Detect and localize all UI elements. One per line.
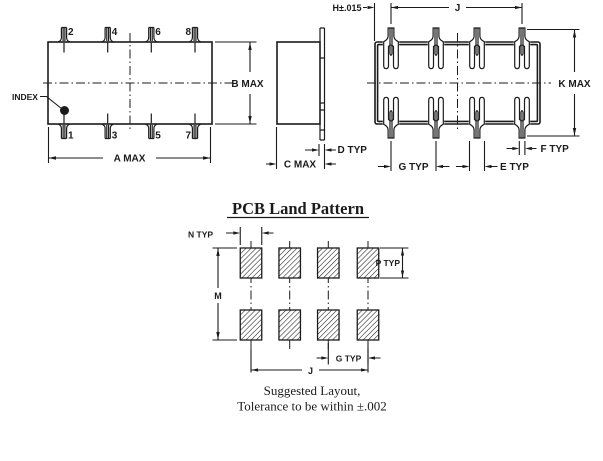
dim-label-p-typ: P TYP	[376, 258, 401, 268]
top-view: 2 4 6 8 1 3 5 7 INDEX A MAX B MAX	[12, 26, 264, 165]
dim-m: M	[212, 247, 237, 341]
land-pattern-title: PCB Land Pattern	[232, 199, 364, 218]
dim-label-g-typ-land: G TYP	[336, 354, 362, 364]
dim-label-d-typ: D TYP	[338, 145, 368, 156]
pin-number-7: 7	[185, 131, 191, 142]
land-pad	[316, 309, 340, 341]
side-view-body-outline	[276, 41, 321, 125]
dim-e-typ: E TYP	[456, 141, 529, 173]
pin-number-2: 2	[68, 27, 74, 38]
pin-number-8: 8	[185, 27, 191, 38]
index-label: INDEX	[12, 92, 38, 102]
land-pad	[316, 247, 340, 279]
dim-label-n-typ: N TYP	[188, 230, 213, 240]
caption-line-1: Suggested Layout,	[264, 383, 361, 398]
dim-p-typ: P TYP	[376, 247, 409, 279]
dim-label-k-max: K MAX	[558, 79, 591, 90]
pin-number-3: 3	[112, 131, 118, 142]
dim-c-max: C MAX	[266, 127, 336, 171]
side-view-lead-strip	[319, 27, 326, 141]
dim-label-a-max: A MAX	[114, 154, 146, 165]
dim-label-m: M	[214, 291, 222, 301]
pcb-land-pattern: PCB Land Pattern N TYP	[188, 199, 409, 414]
lead	[468, 27, 486, 70]
dim-a-max: A MAX	[47, 127, 212, 165]
dim-g-typ-land: G TYP	[316, 343, 381, 365]
dim-b-max: B MAX	[215, 41, 264, 125]
dim-j-land: J	[251, 366, 368, 376]
dim-label-j-top: J	[455, 3, 461, 14]
land-pad	[278, 247, 302, 279]
lead	[513, 27, 531, 70]
dim-label-h: H±.015	[333, 3, 362, 13]
dim-label-e-typ: E TYP	[500, 162, 529, 173]
dim-g-typ: G TYP	[378, 141, 450, 173]
land-pad	[356, 247, 380, 279]
side-view: D TYP C MAX	[266, 27, 367, 171]
dim-label-g-typ: G TYP	[398, 162, 428, 173]
dim-f-typ: F TYP	[506, 141, 570, 155]
land-pad	[239, 309, 263, 341]
lead	[382, 27, 400, 70]
dim-label-c-max: C MAX	[284, 160, 317, 171]
pin-number-4: 4	[112, 27, 118, 38]
dim-h: H±.015	[333, 3, 376, 41]
lead	[427, 27, 445, 70]
dim-label-f-typ: F TYP	[541, 144, 570, 155]
dim-label-b-max: B MAX	[231, 79, 264, 90]
pin-number-1: 1	[68, 131, 74, 142]
pin-number-6: 6	[155, 27, 161, 38]
pin-number-5: 5	[155, 131, 161, 142]
caption-line-2: Tolerance to be within ±.002	[237, 399, 387, 414]
lead	[382, 96, 400, 139]
lead	[427, 96, 445, 139]
dim-j-top: J	[390, 3, 523, 24]
land-pad	[356, 309, 380, 341]
land-pad	[278, 309, 302, 341]
lead	[468, 96, 486, 139]
bottom-view: H±.015 J K MAX G TYP	[333, 3, 591, 173]
land-pad	[239, 247, 263, 279]
dim-n-typ: N TYP	[188, 227, 274, 245]
lead	[513, 96, 531, 139]
index-dot	[60, 106, 69, 115]
dim-d-typ: D TYP	[305, 144, 367, 169]
index-leader-line	[40, 95, 63, 110]
dim-k-max: K MAX	[527, 28, 591, 137]
dim-label-j-land: J	[308, 366, 313, 376]
